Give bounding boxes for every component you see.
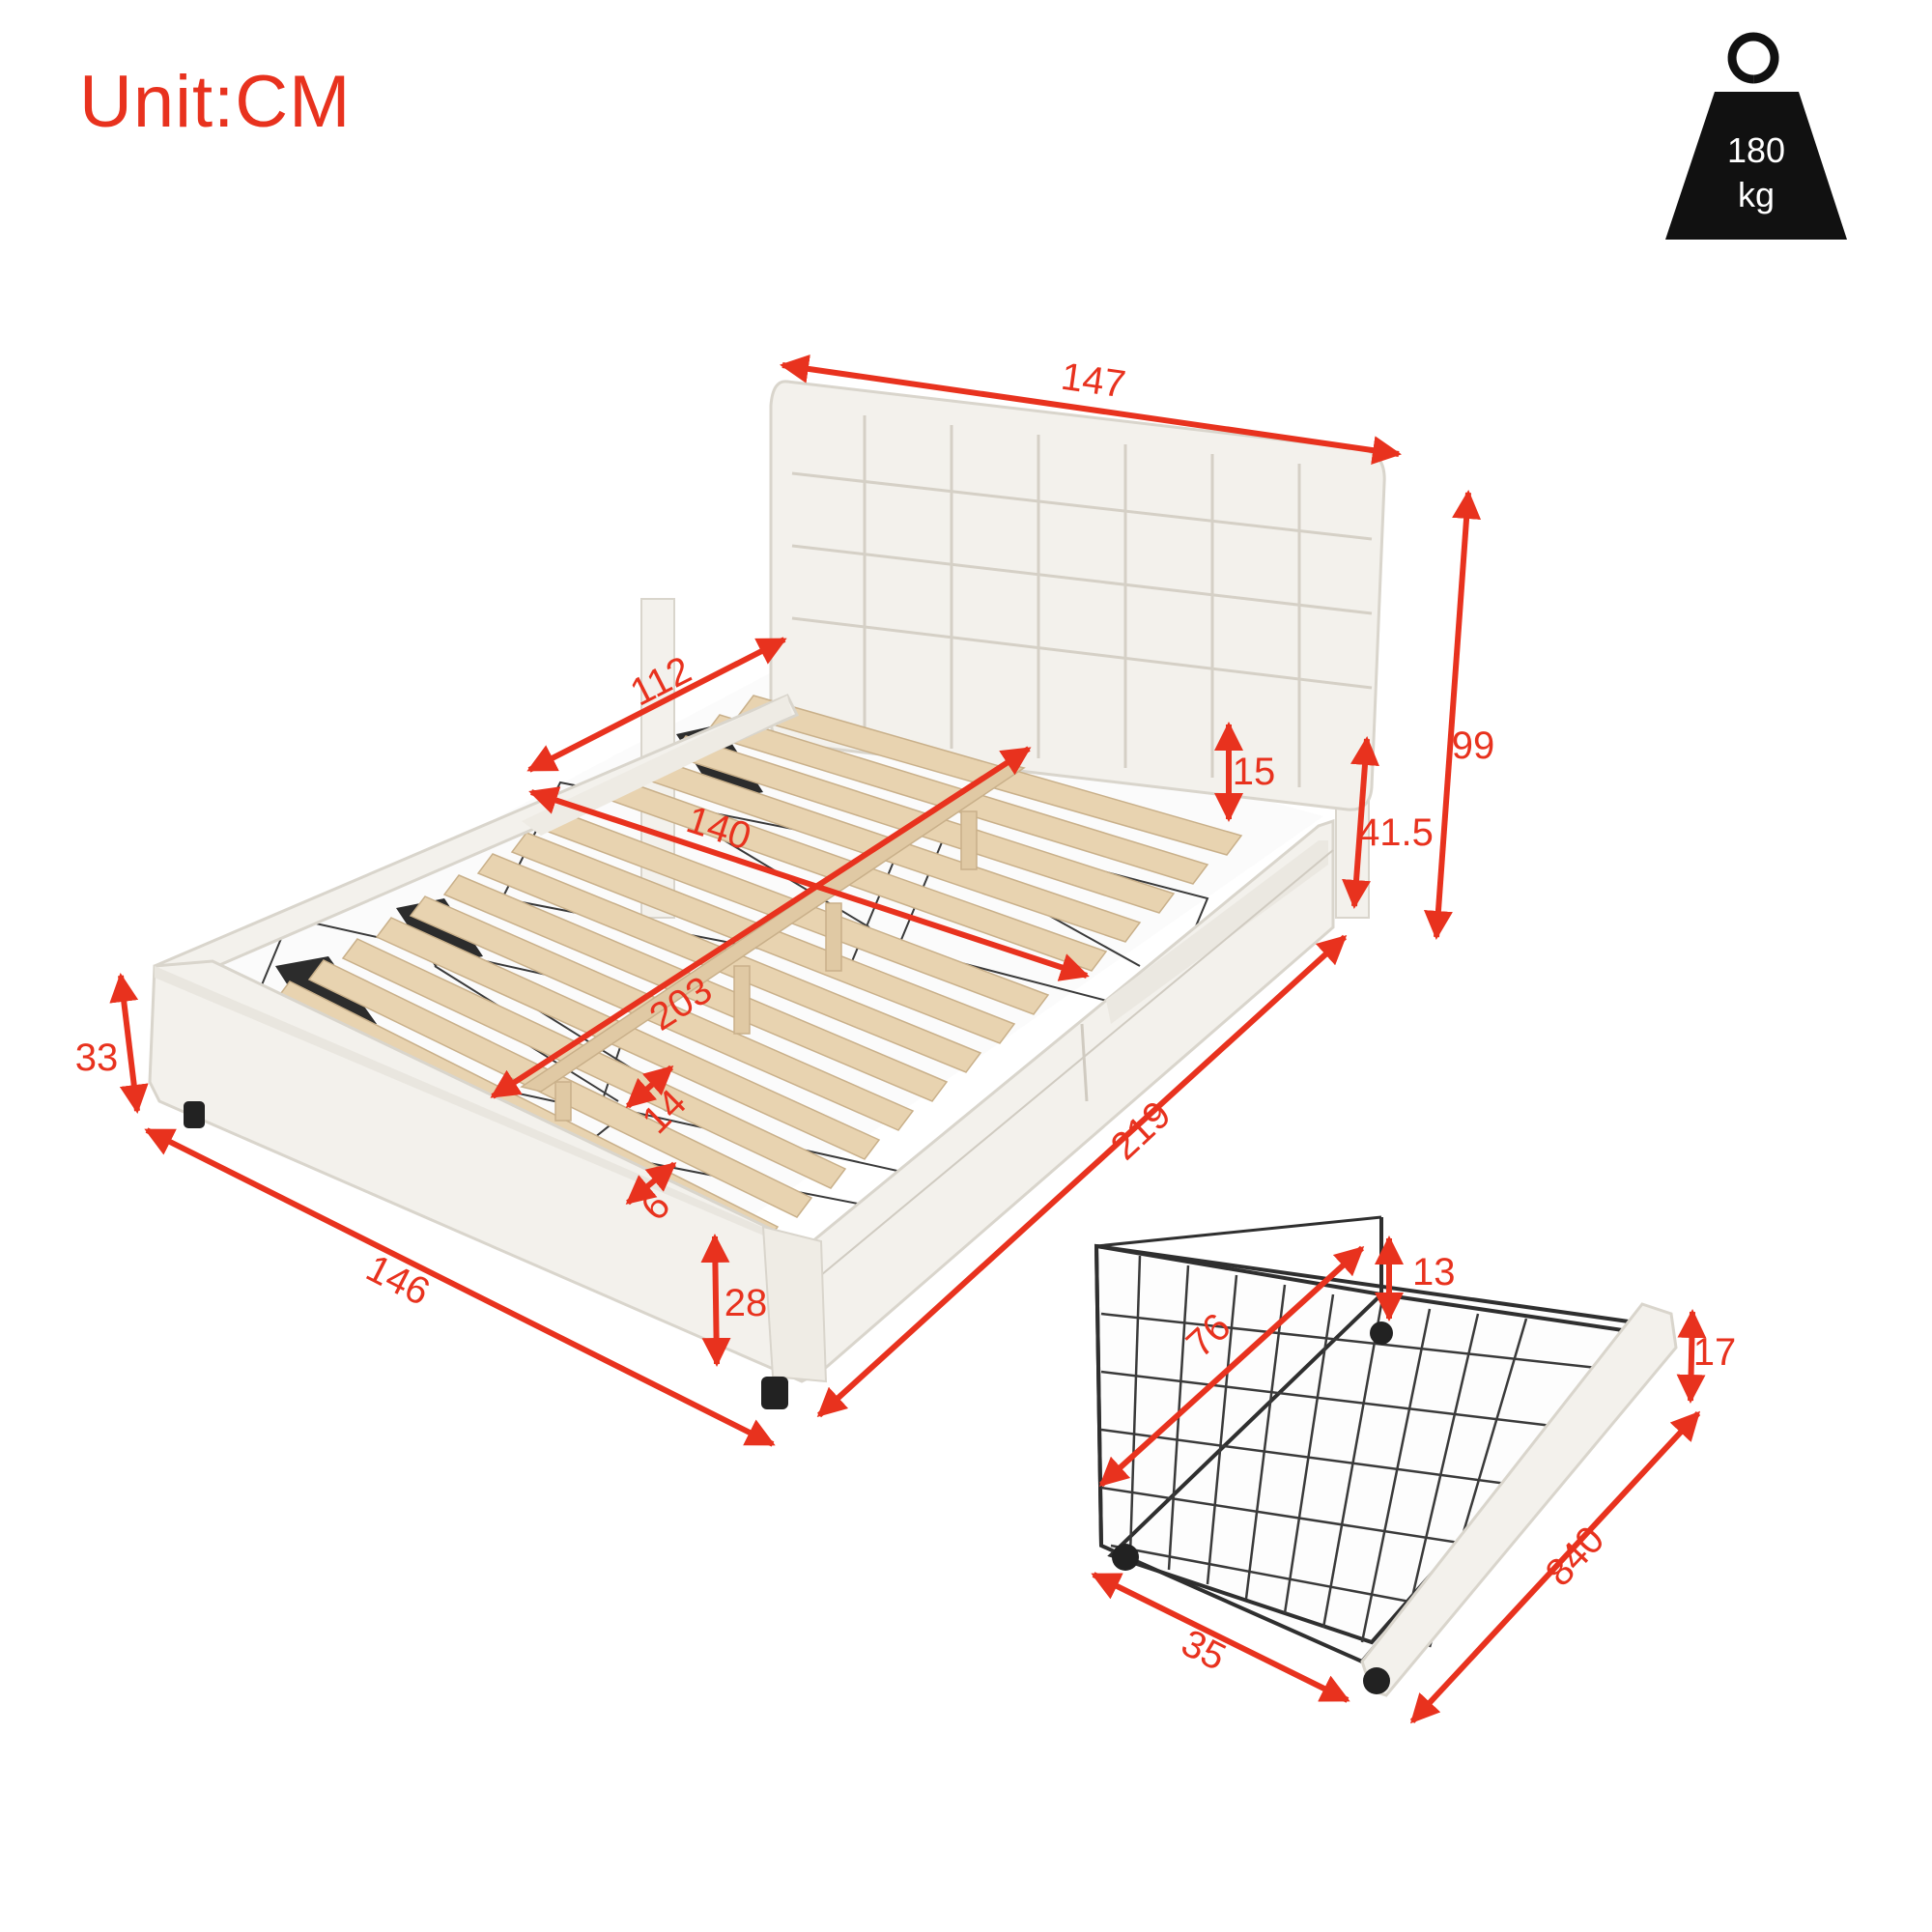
unit-label: Unit:CM [79, 61, 352, 143]
label-basket-height: 13 [1412, 1251, 1456, 1293]
label-total-height: 99 [1452, 724, 1495, 767]
arrow-footboard-width [144, 1127, 776, 1447]
arrow-frame-height [1342, 736, 1379, 909]
label-frame-height: 41.5 [1358, 811, 1434, 854]
label-drawer-width: 35 [1175, 1622, 1233, 1679]
label-top-rail-height: 33 [75, 1037, 119, 1079]
arrow-front-height [1676, 1309, 1707, 1404]
arrow-top-rail-height [109, 973, 149, 1114]
label-footboard-width: 146 [359, 1247, 436, 1315]
arrow-headboard-width [780, 355, 1402, 465]
label-drawer-length: 840 [1538, 1519, 1613, 1595]
arrow-slat-spacing [625, 1065, 674, 1109]
arrow-drawer-length [1409, 1410, 1701, 1724]
drawer-casters [1112, 1321, 1393, 1694]
label-headboard-width: 147 [1059, 355, 1128, 407]
label-headboard-gap: 15 [1233, 751, 1276, 793]
weight-icon: 180 kg [1665, 32, 1847, 240]
label-front-height: 17 [1693, 1331, 1737, 1374]
arrow-drawer-depth [1098, 1245, 1365, 1488]
weight-value: 180 [1727, 130, 1785, 170]
footboard-post [761, 1225, 828, 1383]
arrow-total-length [816, 934, 1348, 1418]
bed [148, 380, 1386, 1409]
label-side-panel-height: 28 [724, 1282, 768, 1324]
arrow-inner-length [490, 746, 1032, 1099]
dimension-arrows [109, 355, 1707, 1724]
weight-unit: kg [1738, 175, 1775, 214]
arrow-drawer-width [1091, 1572, 1350, 1703]
arrow-side-panel-height [700, 1234, 731, 1367]
label-side-depth: 112 [624, 648, 698, 714]
arrow-total-height [1423, 490, 1482, 940]
